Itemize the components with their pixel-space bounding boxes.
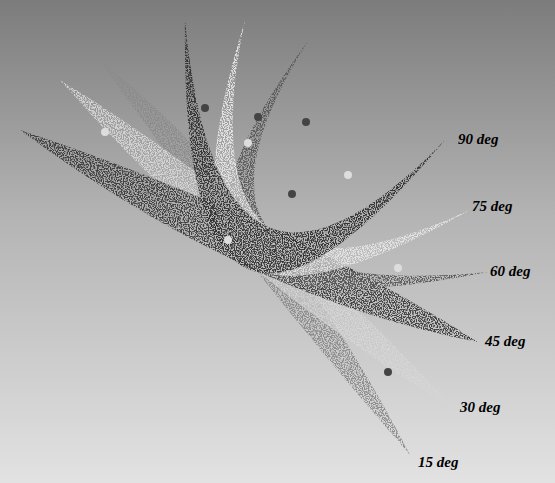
marker-dot	[244, 139, 252, 147]
point-cloud-sheet	[185, 20, 445, 273]
angle-label: 15 deg	[418, 454, 458, 471]
angle-label: 30 deg	[460, 399, 500, 416]
angle-label: 75 deg	[472, 198, 512, 215]
marker-dot	[384, 368, 392, 376]
marker-dot	[254, 113, 262, 121]
marker-dot	[394, 264, 402, 272]
marker-dot	[288, 190, 296, 198]
angle-label: 60 deg	[490, 263, 530, 280]
marker-dot	[201, 104, 209, 112]
marker-dot	[101, 128, 109, 136]
marker-dot	[224, 236, 232, 244]
angle-label: 90 deg	[458, 131, 498, 148]
marker-dot	[344, 171, 352, 179]
marker-dot	[302, 118, 310, 126]
angle-label: 45 deg	[485, 333, 525, 350]
